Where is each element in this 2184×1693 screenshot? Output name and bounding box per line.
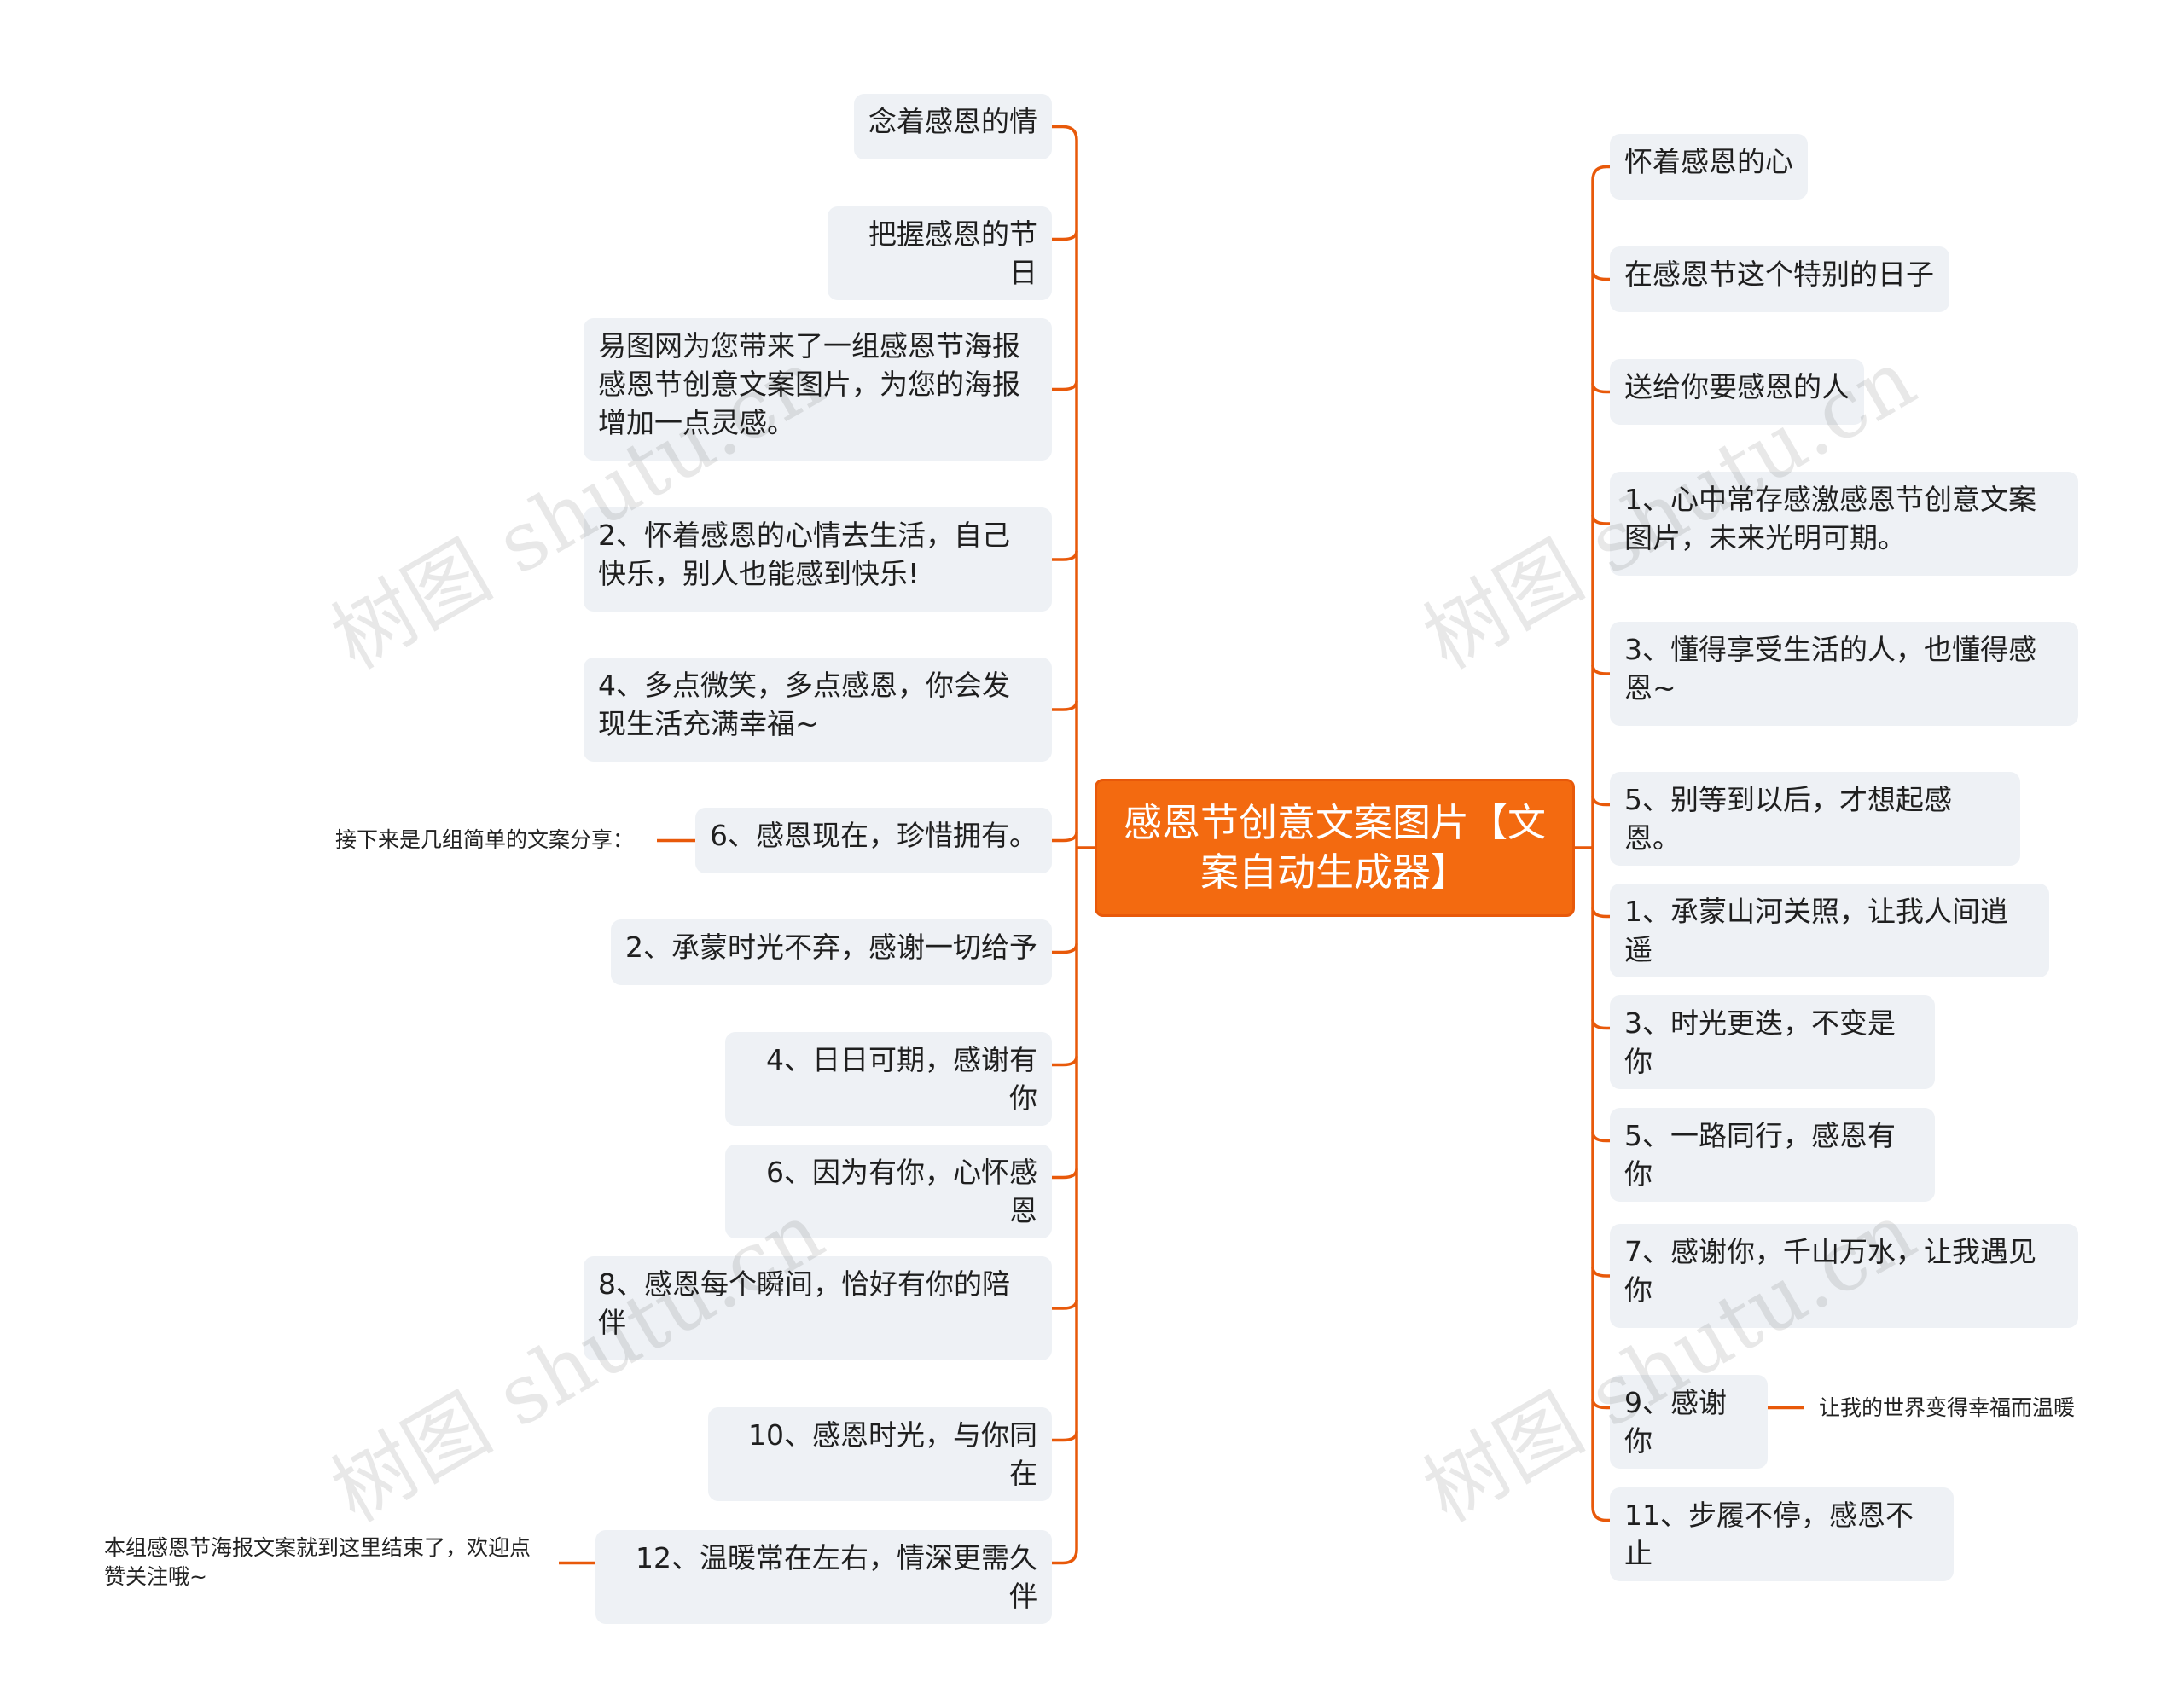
right-node-5[interactable]: 3、懂得享受生活的人，也懂得感 恩~ bbox=[1610, 622, 2078, 726]
left-node-7[interactable]: 2、承蒙时光不弃，感谢一切给予 bbox=[611, 919, 1052, 985]
connector-left-3 bbox=[1052, 380, 1078, 391]
right-node-2[interactable]: 在感恩节这个特别的日子 bbox=[1610, 246, 1949, 312]
connector-right-1 bbox=[1591, 165, 1610, 181]
left-node-11[interactable]: 10、感恩时光，与你同在 bbox=[708, 1407, 1052, 1501]
left-node-5[interactable]: 4、多点微笑，多点感恩，你会发 现生活充满幸福~ bbox=[584, 658, 1052, 762]
connector-right-2 bbox=[1591, 270, 1610, 281]
connector-left-2 bbox=[1052, 230, 1078, 241]
connector-left-8 bbox=[1052, 1056, 1078, 1067]
left-node-6[interactable]: 6、感恩现在，珍惜拥有。 bbox=[695, 808, 1052, 873]
left-node-1[interactable]: 念着感恩的情 bbox=[854, 94, 1052, 159]
connector-right-3 bbox=[1591, 383, 1610, 394]
connector-left-6 bbox=[1052, 832, 1078, 843]
right-node-6[interactable]: 5、别等到以后，才想起感恩。 bbox=[1610, 772, 2020, 866]
left-node-12[interactable]: 12、温暖常在左右，情深更需久伴 bbox=[595, 1530, 1052, 1624]
left-node-10[interactable]: 8、感恩每个瞬间，恰好有你的陪 伴 bbox=[584, 1256, 1052, 1360]
connector-right-11 bbox=[1591, 1399, 1610, 1410]
connector-right-4 bbox=[1591, 514, 1610, 525]
connector-right-10 bbox=[1591, 1267, 1610, 1278]
connector-right-9 bbox=[1591, 1132, 1610, 1143]
connector-left-7 bbox=[1052, 943, 1078, 954]
right-node-3[interactable]: 送给你要感恩的人 bbox=[1610, 359, 1864, 425]
left-node-9[interactable]: 6、因为有你，心怀感恩 bbox=[725, 1145, 1052, 1238]
connector-left-1 bbox=[1052, 125, 1078, 141]
left-node-4[interactable]: 2、怀着感恩的心情去生活，自己 快乐，别人也能感到快乐! bbox=[584, 507, 1052, 612]
left-node-8[interactable]: 4、日日可期，感谢有你 bbox=[725, 1032, 1052, 1126]
connector-left-10 bbox=[1052, 1299, 1078, 1310]
sub-node-left-12[interactable]: 本组感恩节海报文案就到这里结束了，欢迎点 赞关注哦~ bbox=[104, 1535, 531, 1589]
right-node-10[interactable]: 7、感谢你，千山万水，让我遇见 你 bbox=[1610, 1224, 2078, 1328]
connector-right-12 bbox=[1591, 1506, 1610, 1522]
right-node-9[interactable]: 5、一路同行，感恩有你 bbox=[1610, 1108, 1935, 1202]
connector-left-9 bbox=[1052, 1168, 1078, 1180]
connector-right-8 bbox=[1591, 1019, 1610, 1030]
connector-left-12 bbox=[1052, 1549, 1078, 1565]
sub-node-right-9[interactable]: 让我的世界变得幸福而温暖 bbox=[1819, 1395, 2076, 1420]
connector-left-5 bbox=[1052, 700, 1078, 711]
right-node-7[interactable]: 1、承蒙山河关照，让我人间逍遥 bbox=[1610, 884, 2049, 977]
connector-right-5 bbox=[1591, 664, 1610, 675]
connector-left-4 bbox=[1052, 550, 1078, 561]
left-node-3[interactable]: 易图网为您带来了一组感恩节海报 感恩节创意文案图片，为您的海报 增加一点灵感。 bbox=[584, 318, 1052, 461]
right-node-11[interactable]: 9、感谢你 bbox=[1610, 1375, 1768, 1469]
connector-right-7 bbox=[1591, 907, 1610, 919]
connector-left-11 bbox=[1052, 1431, 1078, 1442]
connector-right-6 bbox=[1591, 796, 1610, 807]
right-node-4[interactable]: 1、心中常存感激感恩节创意文案 图片，未来光明可期。 bbox=[1610, 472, 2078, 576]
left-node-2[interactable]: 把握感恩的节日 bbox=[828, 206, 1052, 300]
sub-node-left-6[interactable]: 接下来是几组简单的文案分享： bbox=[335, 827, 635, 852]
right-node-8[interactable]: 3、时光更迭，不变是你 bbox=[1610, 995, 1935, 1089]
right-node-12[interactable]: 11、步履不停，感恩不止 bbox=[1610, 1487, 1954, 1581]
right-node-1[interactable]: 怀着感恩的心 bbox=[1610, 134, 1808, 200]
root-topic[interactable]: 感恩节创意文案图片【文 案自动生成器】 bbox=[1095, 779, 1575, 917]
